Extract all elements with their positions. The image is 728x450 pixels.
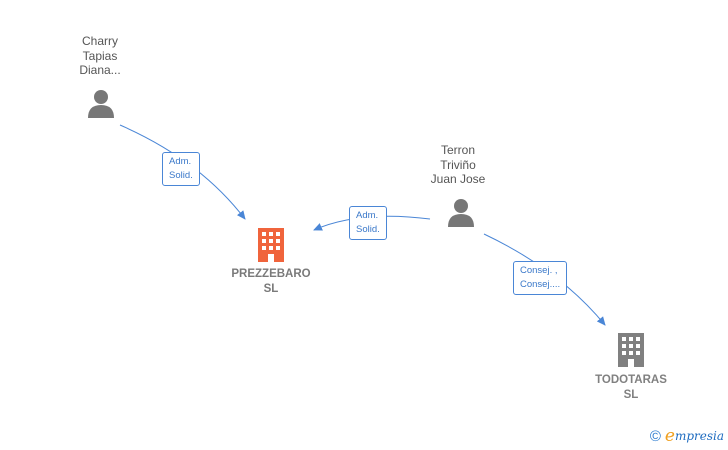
edge-label-line: Solid. <box>356 224 380 235</box>
brand-name: mpresia <box>674 429 724 443</box>
empresia-watermark[interactable]: © e mpresia <box>650 426 724 446</box>
copyright-icon: © <box>649 427 661 445</box>
edge-label-line: Solid. <box>169 170 193 181</box>
edge-label-line: Consej. , <box>520 265 558 276</box>
edge-label-line: Adm. <box>356 210 379 221</box>
company-name-line: SL <box>263 283 279 295</box>
edge-label-line: Consej.... <box>520 279 561 290</box>
company-node-todotaras[interactable]: TODOTARAS SL <box>576 373 686 403</box>
edge-label-line: Adm. <box>169 156 192 167</box>
edge-label-charry-prezzebaro[interactable]: Adm. Solid. <box>162 152 200 186</box>
edge-label-terron-prezzebaro[interactable]: Adm. Solid. <box>349 206 387 240</box>
company-node-prezzebaro[interactable]: PREZZEBARO SL <box>216 267 326 297</box>
person-name-line: Diana... <box>79 63 121 77</box>
building-icon[interactable] <box>256 228 286 262</box>
person-icon[interactable] <box>446 197 476 227</box>
company-name-line: SL <box>623 389 639 401</box>
person-name-line: Juan Jose <box>430 172 486 186</box>
edge-label-terron-todotaras[interactable]: Consej. , Consej.... <box>513 261 568 295</box>
brand-initial: e <box>664 426 675 446</box>
person-icon[interactable] <box>86 88 116 118</box>
person-name-line: Triviño <box>440 157 476 172</box>
person-name-line: Tapias <box>82 48 118 63</box>
person-node-charry[interactable]: Charry Tapias Diana... <box>60 34 140 78</box>
company-name-line: PREZZEBARO <box>231 268 311 280</box>
building-icon[interactable] <box>616 333 646 367</box>
company-name-line: TODOTARAS <box>595 374 667 386</box>
person-node-terron[interactable]: Terron Triviño Juan Jose <box>416 143 500 187</box>
person-name-line: Terron <box>440 143 475 157</box>
person-name-line: Charry <box>81 34 118 48</box>
